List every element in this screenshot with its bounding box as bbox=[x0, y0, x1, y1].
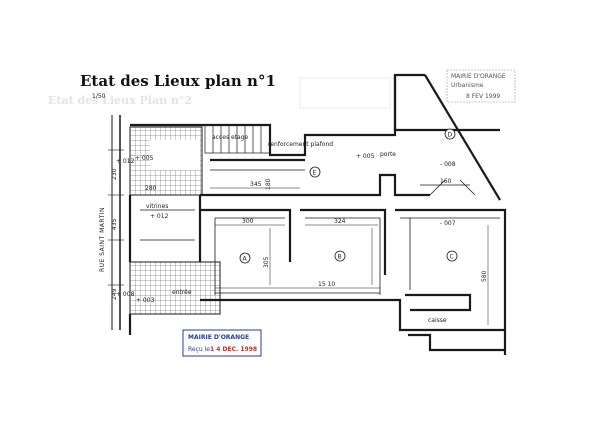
mairie-stamp-line1: MAIRIE D'ORANGE bbox=[188, 334, 249, 341]
corner-stamp-line2: Urbanisme bbox=[451, 82, 484, 89]
label-acces-etage: acces etage bbox=[212, 134, 249, 141]
dim-300: 300 bbox=[242, 218, 254, 225]
dim-435: 435 bbox=[111, 218, 118, 230]
dim-324: 324 bbox=[334, 218, 346, 225]
facade-lines bbox=[108, 115, 124, 330]
dim-1510: 15 10 bbox=[318, 281, 335, 288]
corner-stamp-line1: MAIRIE D'ORANGE bbox=[451, 73, 506, 80]
elev-7: - 008 bbox=[440, 161, 456, 168]
label-caisse: caisse bbox=[428, 317, 447, 324]
plan-title: Etat des Lieux bbox=[80, 72, 201, 90]
room-a-label: A bbox=[243, 256, 248, 263]
corner-stamp-date: 8 FEV 1999 bbox=[466, 93, 500, 100]
room-b-label: B bbox=[338, 254, 342, 261]
dim-230: 230 bbox=[111, 168, 118, 180]
room-c-label: C bbox=[450, 254, 454, 261]
elev-8: - 007 bbox=[440, 220, 456, 227]
label-entree: entrée bbox=[172, 289, 192, 296]
room-markers: E A B C D bbox=[239, 128, 458, 264]
mairie-stamp-date: 1 4 DEC. 1998 bbox=[210, 346, 257, 353]
corner-stamp: MAIRIE D'ORANGE Urbanisme 8 FEV 1999 bbox=[446, 69, 516, 103]
street-name: RUE SAINT MARTIN bbox=[99, 207, 106, 272]
label-plafond: renforcement plafond bbox=[268, 141, 333, 148]
elev-4: + 008 bbox=[116, 291, 135, 298]
room-d-label: D bbox=[448, 132, 453, 139]
tiled-floor-lower bbox=[129, 261, 221, 315]
dim-160: 160 bbox=[440, 178, 452, 185]
plan-scale: 1/50 bbox=[92, 93, 106, 100]
tile-gap bbox=[150, 140, 200, 170]
plan-number: plan n°1 bbox=[205, 72, 276, 90]
dim-305: 305 bbox=[263, 256, 270, 268]
dim-180: 180 bbox=[265, 178, 272, 190]
dim-580: 580 bbox=[481, 270, 488, 282]
dim-345: 345 bbox=[250, 181, 262, 188]
elev-6: + 005 bbox=[356, 153, 375, 160]
elev-3: + 012 bbox=[150, 213, 169, 220]
label-vitrines: vitrines bbox=[146, 203, 168, 210]
walls bbox=[128, 73, 507, 355]
dim-249: 249 bbox=[111, 288, 118, 300]
mairie-stamp-line2: Reçu le bbox=[188, 346, 210, 353]
inner-walls bbox=[140, 169, 500, 295]
mairie-stamp: MAIRIE D'ORANGE Reçu le 1 4 DEC. 1998 bbox=[182, 329, 262, 357]
dim-280: 280 bbox=[145, 185, 157, 192]
elev-1: + 012 bbox=[116, 158, 135, 165]
room-e-label: E bbox=[313, 170, 317, 177]
ghost-box bbox=[299, 77, 391, 109]
label-porte: porte bbox=[380, 151, 396, 158]
ghost-heading: Etat des Lieux Plan n°2 bbox=[48, 94, 192, 107]
dimension-lines bbox=[210, 187, 489, 325]
elev-5: + 003 bbox=[136, 297, 155, 304]
elev-2: + 005 bbox=[135, 155, 154, 162]
